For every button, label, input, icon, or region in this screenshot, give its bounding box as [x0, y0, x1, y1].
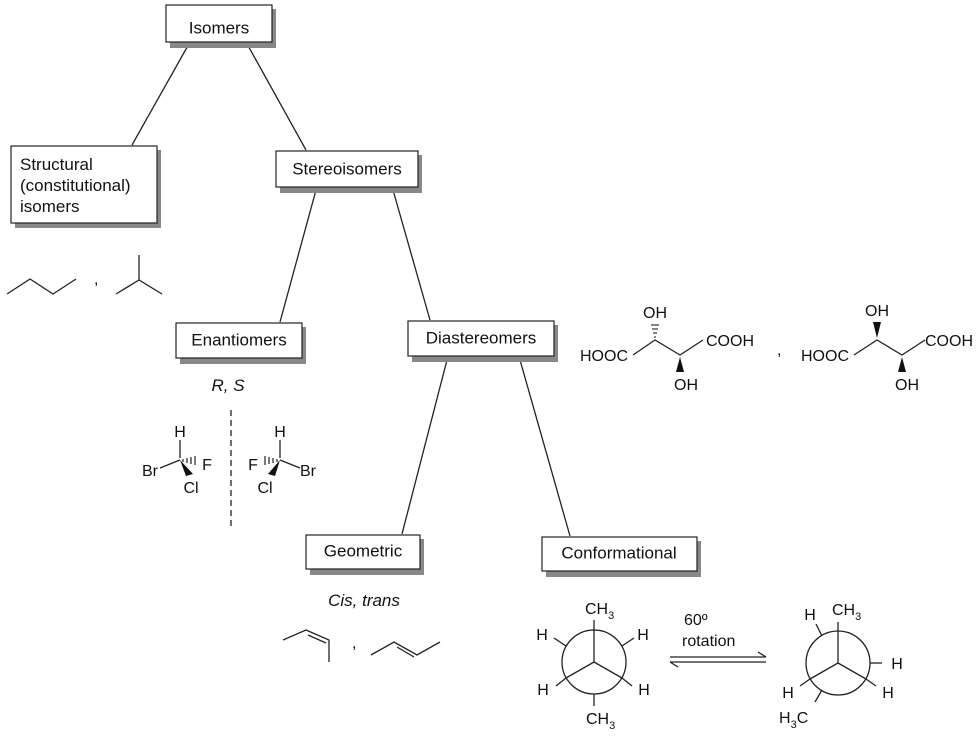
newman1-CH3-bottom: CH3 [586, 711, 615, 732]
structural-comma: , [94, 271, 98, 288]
node-isomers: Isomers [165, 4, 276, 48]
tartaric-acid-1: OH HOOC COOH OH [580, 305, 754, 394]
node-structural-line1: Structural [20, 155, 93, 174]
edge-isomers-stereoisomers [245, 41, 307, 151]
node-structural-line2: (constitutional) [20, 176, 131, 195]
structural-examples [6, 255, 163, 295]
node-conformational: Conformational [541, 536, 701, 577]
rotation-word: rotation [682, 633, 735, 650]
newman1-H-ll: H [537, 682, 549, 699]
tart1-OH-bottom: OH [674, 377, 698, 394]
enantiomer-left: H Br F Cl [142, 424, 212, 497]
node-diastereomers-label: Diastereomers [426, 328, 537, 347]
newman2-H3C: H3C [779, 710, 808, 731]
geometric-examples [282, 629, 441, 662]
tart1-COOH: COOH [706, 333, 754, 350]
tart2-HOOC: HOOC [801, 348, 849, 365]
newman1-H-ur: H [637, 627, 649, 644]
tart2-COOH: COOH [925, 333, 973, 350]
node-isomers-label: Isomers [189, 18, 249, 37]
node-stereoisomers: Stereoisomers [275, 150, 422, 193]
tart1-OH-top: OH [643, 305, 667, 322]
edge-stereoisomers-enantiomers [279, 189, 317, 323]
cis-2-butene [282, 629, 330, 662]
enant-right-F: F [248, 457, 258, 474]
node-stereoisomers-label: Stereoisomers [292, 159, 402, 178]
rotation-angle: 60º [684, 612, 708, 629]
newman-projection-2: CH3 H H H H H3C [779, 602, 903, 731]
newman2-CH3-top: CH3 [832, 602, 861, 623]
enantiomer-config-caption: R, S [211, 376, 245, 395]
newman2-H-right: H [891, 656, 903, 673]
newman-projection-1: CH3 H H H H CH3 [536, 601, 650, 732]
enant-left-H: H [174, 424, 186, 441]
enant-left-F: F [202, 457, 212, 474]
trans-2-butene [370, 641, 441, 656]
enant-left-Br: Br [142, 463, 159, 480]
edge-diastereomers-geometric [401, 359, 448, 535]
node-enantiomers-label: Enantiomers [191, 330, 286, 349]
newman2-H-left: H [782, 685, 794, 702]
tartaric-comma: , [777, 342, 781, 359]
enant-right-H: H [274, 424, 286, 441]
node-geometric-label: Geometric [324, 541, 403, 560]
newman1-H-lr: H [638, 682, 650, 699]
newman1-CH3-top: CH3 [585, 601, 614, 622]
node-enantiomers: Enantiomers [175, 322, 306, 364]
tart1-HOOC: HOOC [580, 348, 628, 365]
edge-isomers-structural [131, 41, 191, 146]
edge-stereoisomers-diastereomers [392, 189, 431, 321]
isobutane-skeletal [115, 279, 163, 295]
edge-diastereomers-conformational [519, 359, 571, 537]
enant-left-Cl: Cl [183, 480, 198, 497]
tart2-OH-bottom: OH [895, 377, 919, 394]
tree-connectors [131, 41, 571, 537]
newman2-H-top: H [804, 607, 816, 624]
tartaric-acid-2: OH HOOC COOH OH [801, 303, 973, 394]
enant-right-Cl: Cl [257, 480, 272, 497]
newman2-H-lr: H [882, 685, 894, 702]
node-geometric: Geometric [305, 534, 424, 575]
geometric-comma: , [352, 635, 356, 652]
node-diastereomers: Diastereomers [407, 320, 558, 362]
enant-right-Br: Br [300, 463, 317, 480]
enantiomer-right: H F Br Cl [248, 424, 317, 497]
tart2-OH-top: OH [865, 303, 889, 320]
node-structural-line3: isomers [20, 197, 80, 216]
newman1-H-ul: H [536, 627, 548, 644]
equilibrium-arrows [669, 651, 767, 668]
node-structural: Structural (constitutional) isomers [10, 145, 161, 228]
butane-skeletal [6, 278, 77, 295]
geometric-config-caption: Cis, trans [328, 591, 400, 610]
node-conformational-label: Conformational [561, 543, 676, 562]
